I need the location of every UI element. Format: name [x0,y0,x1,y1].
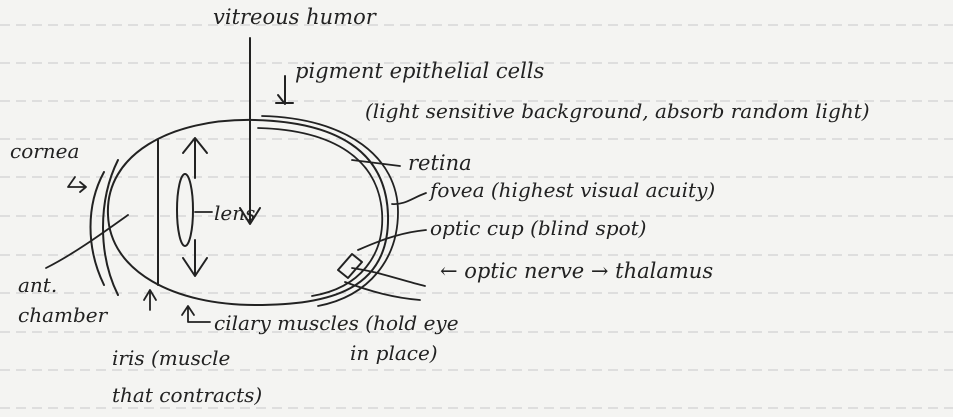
label-ciliary-muscles: cilary muscles (hold eye [214,311,459,335]
ciliary-up-arrow [183,138,207,178]
optic-nerve-line [352,268,425,286]
label-chamber: chamber [18,303,109,327]
ciliary-hook [182,306,210,322]
label-pigment-cells: pigment epithelial cells [295,59,545,83]
chamber-pointer [46,215,128,268]
label-iris: iris (muscle [112,346,230,370]
label-pigment-cells-note: (light sensitive background, absorb rand… [365,99,870,123]
vitreous-arrow [240,38,260,224]
label-ciliary-muscles-2: in place) [350,341,438,365]
label-ant: ant. [18,273,57,297]
label-vitreous-humor: vitreous humor [213,5,378,29]
label-lens: lens [214,201,255,225]
label-fovea: fovea (highest visual acuity) [428,178,715,202]
pigment-arrow [276,76,293,104]
label-iris-2: that contracts) [112,383,262,407]
cornea-arc [91,172,105,285]
lens-shape [177,174,193,246]
retina-pointer [352,160,400,166]
label-cornea: cornea [10,139,79,163]
sclera-layer [262,116,398,306]
label-retina: retina [408,151,472,175]
cornea-hook [68,177,86,192]
label-optic-nerve: ← optic nerve → thalamus [440,259,713,283]
label-optic-cup: optic cup (blind spot) [430,216,646,240]
